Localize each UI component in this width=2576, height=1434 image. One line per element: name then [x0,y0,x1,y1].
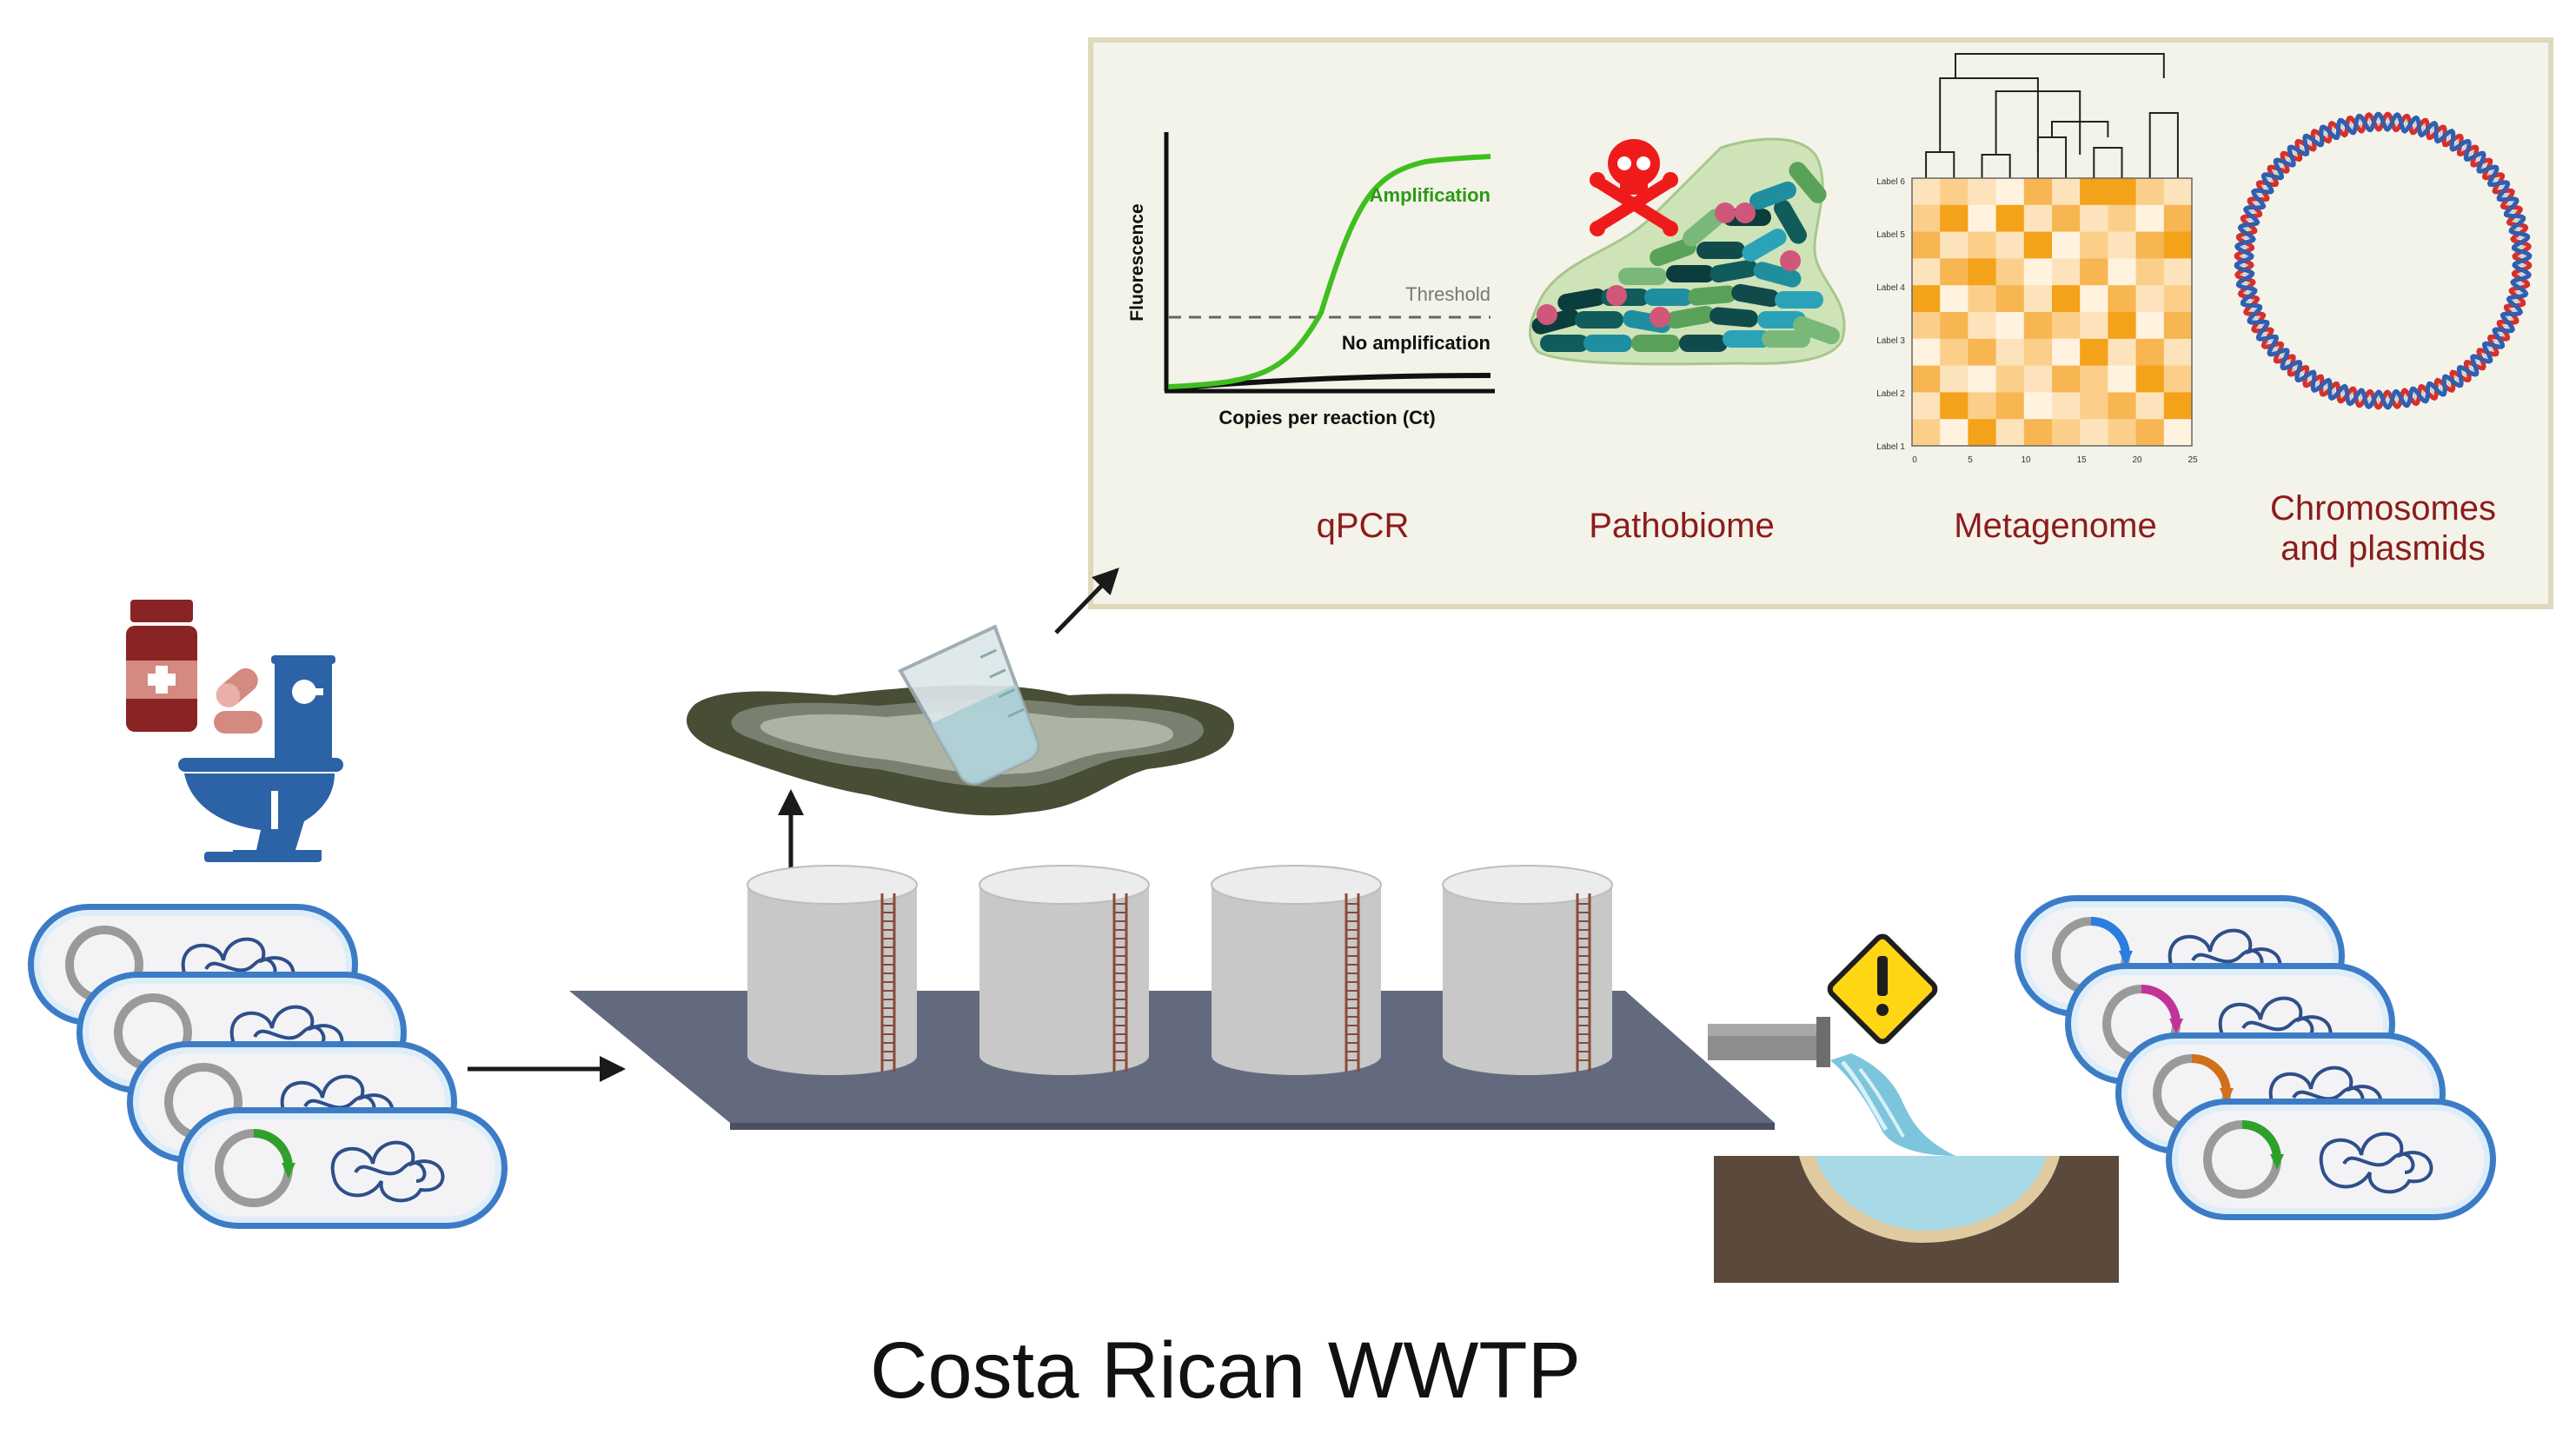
heatmap-row-label: Label 2 [1876,389,1905,399]
pills-icon [214,668,262,734]
y-axis-label: Fluorescence [1127,203,1147,321]
heatmap-x-tick: 0 [1912,455,1917,465]
heatmap-x-tick: 20 [2132,455,2142,465]
heatmap-x-tick: 15 [2076,455,2087,465]
chromosomes-label-line1: Chromosomes [2270,489,2496,528]
chromosomes-label-line2: and plasmids [2281,529,2486,568]
tank-icon [1211,865,1382,1075]
heatmap-row-label: Label 4 [1876,283,1905,293]
bacteria-cells-effluent [2015,895,2496,1220]
heatmap-row-label: Label 5 [1876,230,1905,240]
heatmap-x-ticks: 0 5 10 15 20 25 [1912,455,2198,465]
dendrogram [1925,53,2179,178]
bacteria-cell-icon [177,1107,508,1229]
x-axis-label: Copies per reaction (Ct) [1218,407,1435,428]
arrow-to-analysis [1054,568,1119,634]
analysis-panel: Fluorescence Copies per reaction (Ct) Am… [1088,37,2553,609]
tank-icon [979,865,1150,1076]
tanks-group [747,865,1613,1076]
heatmap-x-tick: 10 [2021,455,2031,465]
bacteria-cell-icon [2166,1099,2496,1220]
heatmap-row-label: Label 3 [1876,336,1905,346]
amplification-label: Amplification [1370,184,1490,206]
bacteria-cells-influent [28,904,508,1229]
heatmap-row-label: Label 1 [1876,442,1905,452]
heatmap-cells [1912,178,2193,447]
dna-helix-icon [2234,111,2533,410]
warning-icon [1827,933,1938,1045]
receiving-water [1714,1053,2119,1283]
threshold-label: Threshold [1405,283,1490,305]
pipe-icon [1708,1017,1830,1067]
bacteria-cluster [1531,162,1840,352]
beaker-icon [898,624,1039,786]
diagram-title: Costa Rican WWTP [870,1326,1581,1415]
qpcr-plot: Fluorescence Copies per reaction (Ct) Am… [1127,132,1495,428]
qpcr-label: qPCR [1317,507,1410,545]
skull-crossbones-icon [1590,139,1678,236]
heatmap-x-tick: 25 [2188,455,2198,465]
metagenome-heatmap: Label 6 Label 5 Label 4 Label 3 Label 2 Label… [1876,53,2198,465]
tank-icon [747,865,918,1076]
toilet-icon [178,655,343,862]
no-amplification-label: No amplification [1342,332,1490,354]
metagenome-label: Metagenome [1954,507,2156,545]
heatmap-x-tick: 5 [1968,455,1973,465]
medicine-bottle-icon [126,600,197,732]
pathobiome-label: Pathobiome [1589,507,1774,545]
heatmap-row-label: Label 6 [1876,177,1905,187]
pathobiome-illustration [1529,137,1846,366]
amplification-curve [1168,154,1491,389]
heatmap-row-labels: Label 6 Label 5 Label 4 Label 3 Label 2 Label… [1876,177,1905,452]
tank-icon [1442,865,1613,1076]
